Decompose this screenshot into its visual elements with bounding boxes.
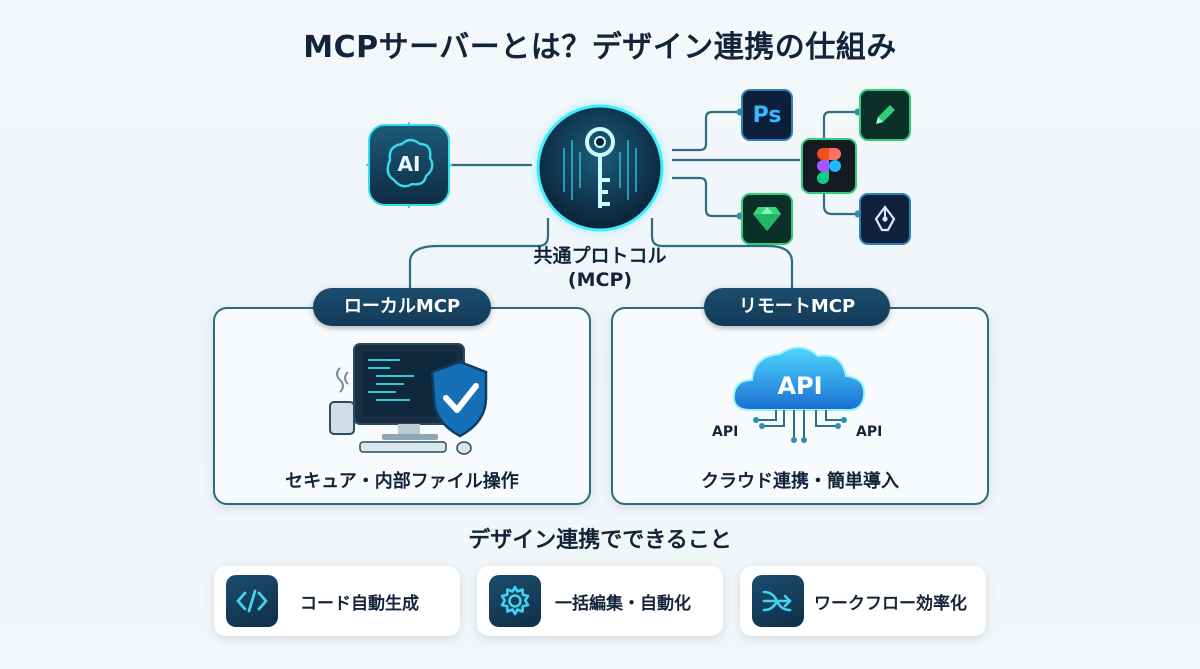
pencil-tile bbox=[859, 89, 911, 141]
protocol-label-line2: (MCP) bbox=[567, 269, 633, 291]
pencil-icon bbox=[876, 105, 895, 124]
api-label-right: API bbox=[856, 424, 883, 440]
remote-mcp-pill: リモートMCP bbox=[704, 288, 890, 326]
brain-chip-icon bbox=[366, 122, 452, 208]
key-icon bbox=[528, 96, 672, 240]
figma-tile bbox=[801, 138, 857, 194]
feature-label-workflow: ワークフロー効率化 bbox=[814, 593, 967, 614]
mcp-key-emblem bbox=[528, 96, 672, 240]
photoshop-tile: Ps bbox=[741, 89, 793, 141]
local-mcp-pill: ローカルMCP bbox=[313, 288, 491, 326]
computer-shield-icon bbox=[320, 338, 490, 456]
remote-mcp-caption: クラウド連携・簡単導入 bbox=[701, 471, 899, 492]
feature-label-code: コード自動生成 bbox=[300, 593, 419, 614]
protocol-label-line1: 共通プロトコル bbox=[533, 245, 667, 267]
feature-card-workflow: ワークフロー効率化 bbox=[740, 566, 986, 636]
workflow-arrows-icon bbox=[752, 575, 804, 627]
feature-card-code: コード自動生成 bbox=[214, 566, 460, 636]
api-label-left: API bbox=[712, 424, 739, 440]
gem-icon bbox=[753, 207, 781, 231]
local-mcp-caption: セキュア・内部ファイル操作 bbox=[285, 471, 519, 492]
code-icon bbox=[226, 575, 278, 627]
section-title: デザイン連携でできること bbox=[468, 528, 732, 553]
cloud-api-label: API bbox=[777, 372, 823, 400]
feature-card-batch: 一括編集・自動化 bbox=[477, 566, 723, 636]
ai-badge: AI bbox=[366, 122, 452, 208]
sketch-tile bbox=[741, 193, 793, 245]
protocol-label: 共通プロトコル (MCP) bbox=[500, 244, 700, 292]
page-title: MCPサーバーとは？デザイン連携の仕組み bbox=[303, 30, 897, 65]
feature-label-batch: 一括編集・自動化 bbox=[555, 593, 691, 614]
photoshop-icon: Ps bbox=[752, 102, 782, 128]
ai-label: AI bbox=[397, 152, 421, 176]
cloud-api-icon: API bbox=[718, 336, 882, 458]
figma-icon bbox=[817, 148, 841, 184]
pen-nib-icon bbox=[874, 205, 896, 232]
gear-icon bbox=[489, 575, 541, 627]
pen-tool-tile bbox=[859, 193, 911, 245]
